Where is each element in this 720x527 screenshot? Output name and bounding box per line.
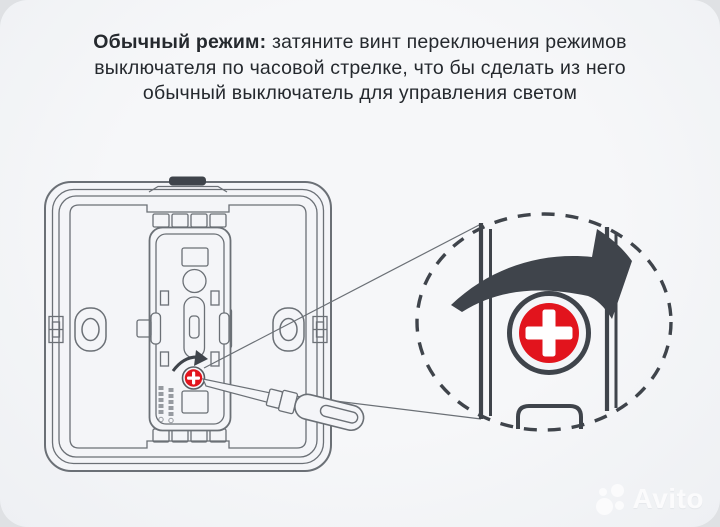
screwdriver bbox=[201, 378, 365, 432]
avito-logo-icon bbox=[595, 483, 626, 515]
instruction-line-1: Обычный режим: затяните винт переключени… bbox=[93, 31, 627, 53]
instruction-text: Обычный режим: затяните винт переключени… bbox=[0, 30, 720, 107]
instruction-heading: Обычный режим: bbox=[93, 31, 267, 53]
mechanism-module bbox=[136, 226, 233, 432]
magnified-mode-screw bbox=[507, 291, 591, 375]
mounting-hole-left bbox=[74, 307, 107, 352]
frame-bracket-left bbox=[48, 315, 64, 344]
mode-screw bbox=[181, 366, 206, 390]
clockwise-arrow-small bbox=[171, 350, 208, 372]
avito-watermark: Avito bbox=[595, 483, 704, 515]
instruction-line-3: обычный выключатель для управления свето… bbox=[142, 82, 578, 104]
microtext-columns bbox=[158, 386, 174, 424]
top-clip-icon bbox=[148, 176, 228, 193]
mounting-hole-right bbox=[272, 307, 305, 352]
mounting-plate bbox=[69, 204, 307, 449]
magnified-bottom-slot bbox=[516, 404, 583, 429]
magnifier-dashed-circle bbox=[415, 212, 673, 432]
clockwise-arrow-large bbox=[451, 229, 632, 319]
instruction-line-2: выключателя по часовой стрелке, что бы с… bbox=[94, 56, 626, 79]
frame-bracket-right bbox=[312, 315, 328, 344]
avito-logo-text: Avito bbox=[632, 483, 704, 514]
magnified-view bbox=[415, 212, 673, 432]
